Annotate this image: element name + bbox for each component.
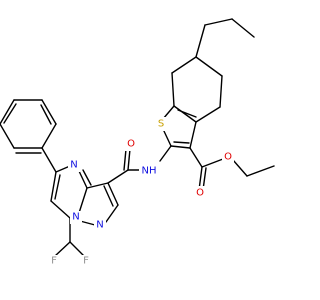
label-backing: [222, 151, 234, 164]
bond: [0, 99, 15, 125]
bond: [82, 169, 92, 186]
bond: [170, 145, 191, 149]
atom-label-f-2: F: [83, 256, 89, 267]
bond: [107, 169, 129, 184]
atom-label-o-ester-ether: O: [224, 152, 232, 163]
atom-label-o-amide: O: [127, 139, 135, 150]
bond: [41, 123, 57, 149]
bond: [107, 182, 119, 206]
atom-label-s: S: [158, 119, 164, 130]
bond: [54, 241, 71, 257]
bond: [78, 187, 88, 214]
bond: [50, 200, 71, 219]
bond: [219, 75, 223, 108]
label-backing: [139, 164, 159, 178]
label-backing: [70, 211, 82, 224]
bond: [3, 103, 17, 124]
bond: [54, 174, 61, 200]
bond: [50, 171, 57, 202]
label-backing: [68, 159, 80, 172]
molecule-structure-diagram: S NH O O O N N N F F: [0, 18, 275, 268]
bond: [105, 204, 119, 223]
bond: [41, 99, 57, 125]
bond: [173, 105, 197, 123]
bond: [204, 18, 233, 26]
label-backing: [155, 117, 169, 131]
bond: [78, 170, 88, 189]
bond: [189, 121, 197, 149]
bond: [123, 148, 127, 171]
bond: [201, 158, 224, 168]
bond: [0, 123, 15, 149]
bond: [195, 56, 223, 77]
bond: [69, 241, 85, 257]
bond: [171, 72, 175, 107]
bond: [173, 141, 190, 144]
bond: [232, 159, 248, 177]
bond: [231, 18, 255, 38]
bond: [55, 165, 71, 173]
bond: [195, 106, 221, 123]
atom-label-nh: NH: [142, 166, 157, 177]
atom-label-n-pyrazole: N: [96, 220, 103, 231]
bond: [86, 182, 109, 189]
bond: [40, 104, 52, 125]
bond: [246, 165, 275, 177]
atom-label-n-pyrimidine: N: [70, 160, 77, 171]
atom-labels-layer: S NH O O O N N N F F: [48, 117, 234, 268]
bond: [177, 109, 197, 118]
label-backing: [48, 255, 60, 268]
label-backing: [125, 138, 137, 151]
bond: [159, 145, 172, 162]
atom-label-f-1: F: [51, 256, 57, 267]
bond: [162, 128, 172, 147]
atom-label-o-ester-carbonyl: O: [196, 188, 204, 199]
label-backing: [94, 219, 106, 232]
bonds-layer: [0, 18, 275, 257]
label-backing: [80, 255, 92, 268]
bond: [171, 56, 197, 74]
bond: [162, 105, 175, 120]
atom-label-n-bridgehead: N: [72, 212, 79, 223]
bond: [79, 220, 96, 226]
label-backing: [194, 186, 206, 199]
bond: [41, 147, 57, 173]
molecule-drawing: S NH O O O N N N F F: [0, 18, 275, 268]
bond: [189, 147, 203, 168]
bond: [195, 24, 206, 58]
bond: [127, 148, 131, 171]
bond: [103, 185, 114, 207]
